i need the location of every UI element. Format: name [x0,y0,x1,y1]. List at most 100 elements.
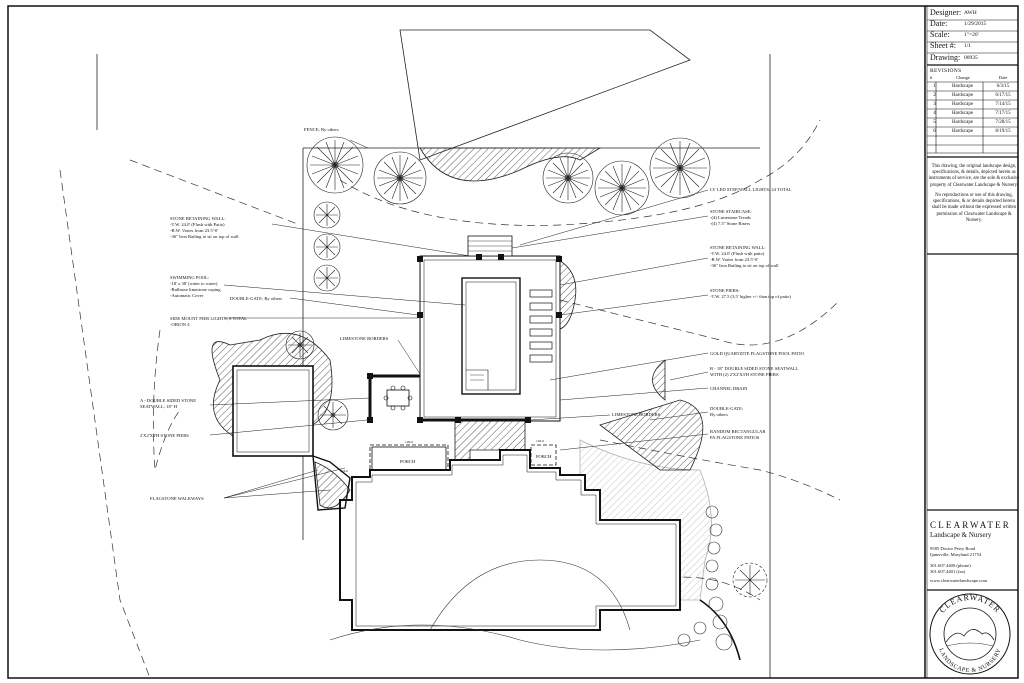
date-label: Date: [930,19,948,28]
note-1: This drawing, the original landscape des… [928,164,1020,188]
label-stone-wall-right-2: -T.W. 24.0' (Flush with patio) [710,251,765,256]
label-porch-left: PORCH [400,459,416,464]
date-value: 1/29/2015 [964,21,987,27]
label-stone-piers-2: -T.W. 27.5 (3.5' higher +/- than top of … [710,294,791,299]
label-stone-piers-1: STONE PIERS: [710,288,740,293]
designer-value: AWH [964,10,977,16]
label-seatwall-left-2: SEATWALL; 18" H [140,404,178,409]
company-subtitle: Landscape & Nursery [930,531,992,539]
label-stone-wall-right-1: STONE RETAINING WALL: [710,245,766,250]
revision-num: 3 [933,102,936,107]
phone: 301.607.4400 (phone) [930,563,971,568]
elevation-3: 124.0 [340,469,348,473]
revision-date: 7/28/15 [995,120,1011,125]
label-staircase-2: -(4) Limestone Treads [710,215,751,220]
revision-row: 4 Hardscape 7/17/15 [930,111,1020,116]
revision-date: 6/3/15 [996,84,1010,89]
label-staircase-3: -(4) 7.5" Stone Risers [710,221,750,226]
revision-change: Hardscape [951,93,974,98]
designer-row: Designer:AWH [930,8,1020,17]
label-flagstone-walkways: FLAGSTONE WALKWAYS [150,496,204,501]
seal-top-text: CLEARWATER [938,593,1002,615]
revision-change: Hardscape [951,129,974,134]
flagstone-walkway [312,454,351,511]
scale-value: 1"=20' [964,32,979,38]
label-pool-1: SWIMMING POOL: [170,275,209,280]
label-seatwall-right-2: WITH (2) 2'X2'X3'H STONE PIERS [710,372,779,377]
label-stone-wall-right-3: -B.W. Varies from 23.5'-0' [710,257,758,262]
rev-col-change: Change [956,75,970,80]
dining-area [368,374,420,420]
label-lv-led: LV LED STEP/WALL LIGHTS; 24 TOTAL [710,187,792,192]
label-limestone-borders-top: LIMESTONE BORDERS [340,336,389,341]
svg-text:CLEARWATER: CLEARWATER [938,593,1003,615]
label-pool-3: -Bullnose limestone coping [170,287,221,292]
label-limestone-borders-mid: LIMESTONE BORDERS [612,412,661,417]
label-side-mount-1: SIDE MOUNT PIER LIGHTS; 8 TOTAL [170,316,247,321]
label-double-gate-right-1: DOUBLE-GATE; [710,406,743,411]
sheet-value: 1/1 [964,43,972,49]
drawing-value: 00935 [964,55,978,61]
ownership-note: This drawing, the original landscape des… [928,164,1020,224]
leader-lines [209,139,709,499]
label-random-rect-2: PA FLAGSTONE PATIOS [710,435,760,440]
label-seatwall-left-1: A - DOUBLE SIDED STONE [140,398,196,403]
address-line-2: Ijamsville, Maryland 21754 [930,552,982,557]
revision-row: 5 Hardscape 7/28/15 [930,120,1020,125]
label-porch-right: PORCH [536,454,552,459]
label-stone-wall-left-4: -36" Iron Railing to sit on top of wall [170,234,239,239]
note-2: No reproductions or use of this drawing,… [931,192,1017,223]
revision-date: 6/17/15 [995,93,1011,98]
revision-date: 7/14/15 [995,102,1011,107]
label-double-gate-top: DOUBLE-GATE; By others [230,296,282,301]
label-stone-wall-left-1: STONE RETAINING WALL: [170,216,226,221]
sheet-border [7,5,1019,679]
revisions-title: REVISIONS [930,68,962,74]
label-fence: FENCE; By others [304,127,339,132]
revision-num: 5 [933,120,936,125]
revision-date: 7/17/15 [995,111,1011,116]
sheet-label: Sheet #: [930,41,956,50]
seal-bottom-text: LANDSCAPE & NURSERY [937,648,1002,675]
label-seatwall-right-1: B - 18" DOUBLE SIDED STONE SEATWALL [710,366,799,371]
label-gold-quartzite: GOLD QUARTZITE FLAGSTONE POOL PATIO [710,351,805,356]
label-pool-4: -Automatic Cover [170,293,204,298]
label-channel-drain: CHANNEL DRAIN [710,386,748,391]
rev-col-num: # [930,75,933,80]
pool-patio [419,235,561,422]
website: www.clearwaterlandscape.com [930,578,988,583]
label-random-rect-1: RANDOM RECTANGULAR [710,429,766,434]
scale-row: Scale: 1"=20' [930,30,1020,39]
elevation-1: 126.0 [405,440,413,444]
label-staircase-1: STONE STAIRCASE: [710,209,752,214]
label-double-gate-right-2: By others [710,412,728,417]
scale-label: Scale: [930,30,950,39]
rev-col-date: Date [998,75,1008,80]
date-row: Date: 1/29/2015 [930,19,1020,28]
drawing-label: Drawing: [930,53,961,62]
revision-change: Hardscape [951,111,974,116]
trees [285,136,768,598]
revision-row: 1 Hardscape 6/3/15 [930,84,1020,89]
label-pool-2: -18' x 38' (water to water) [170,281,218,286]
revision-change: Hardscape [951,84,974,89]
revisions-header: # Change Date [930,75,1020,80]
label-stone-wall-left-3: -B.W. Varies from 23.5'-0' [170,228,218,233]
revision-num: 4 [933,111,936,116]
label-stone-wall-left-2: -T.W. 24.0' (Flush with Patio) [170,222,225,227]
sheet-row: Sheet #: 1/1 [930,41,1020,50]
drawing-row: Drawing:00935 [930,53,1020,62]
address-line-1: 9585 Doctor Perry Road [930,546,976,551]
company-name: CLEARWATER [930,520,1012,530]
lounge-chairs [529,289,553,363]
label-piers-left: 2'X2'X3'H STONE PIERS [140,433,189,438]
company-seal: CLEARWATER LANDSCAPE & NURSERY [929,593,1011,675]
revision-change: Hardscape [951,120,974,125]
designer-label: Designer: [930,8,962,17]
revision-num: 6 [933,129,936,134]
revision-num: 1 [933,84,936,89]
label-side-mount-2: -ORION 4 [170,322,190,327]
